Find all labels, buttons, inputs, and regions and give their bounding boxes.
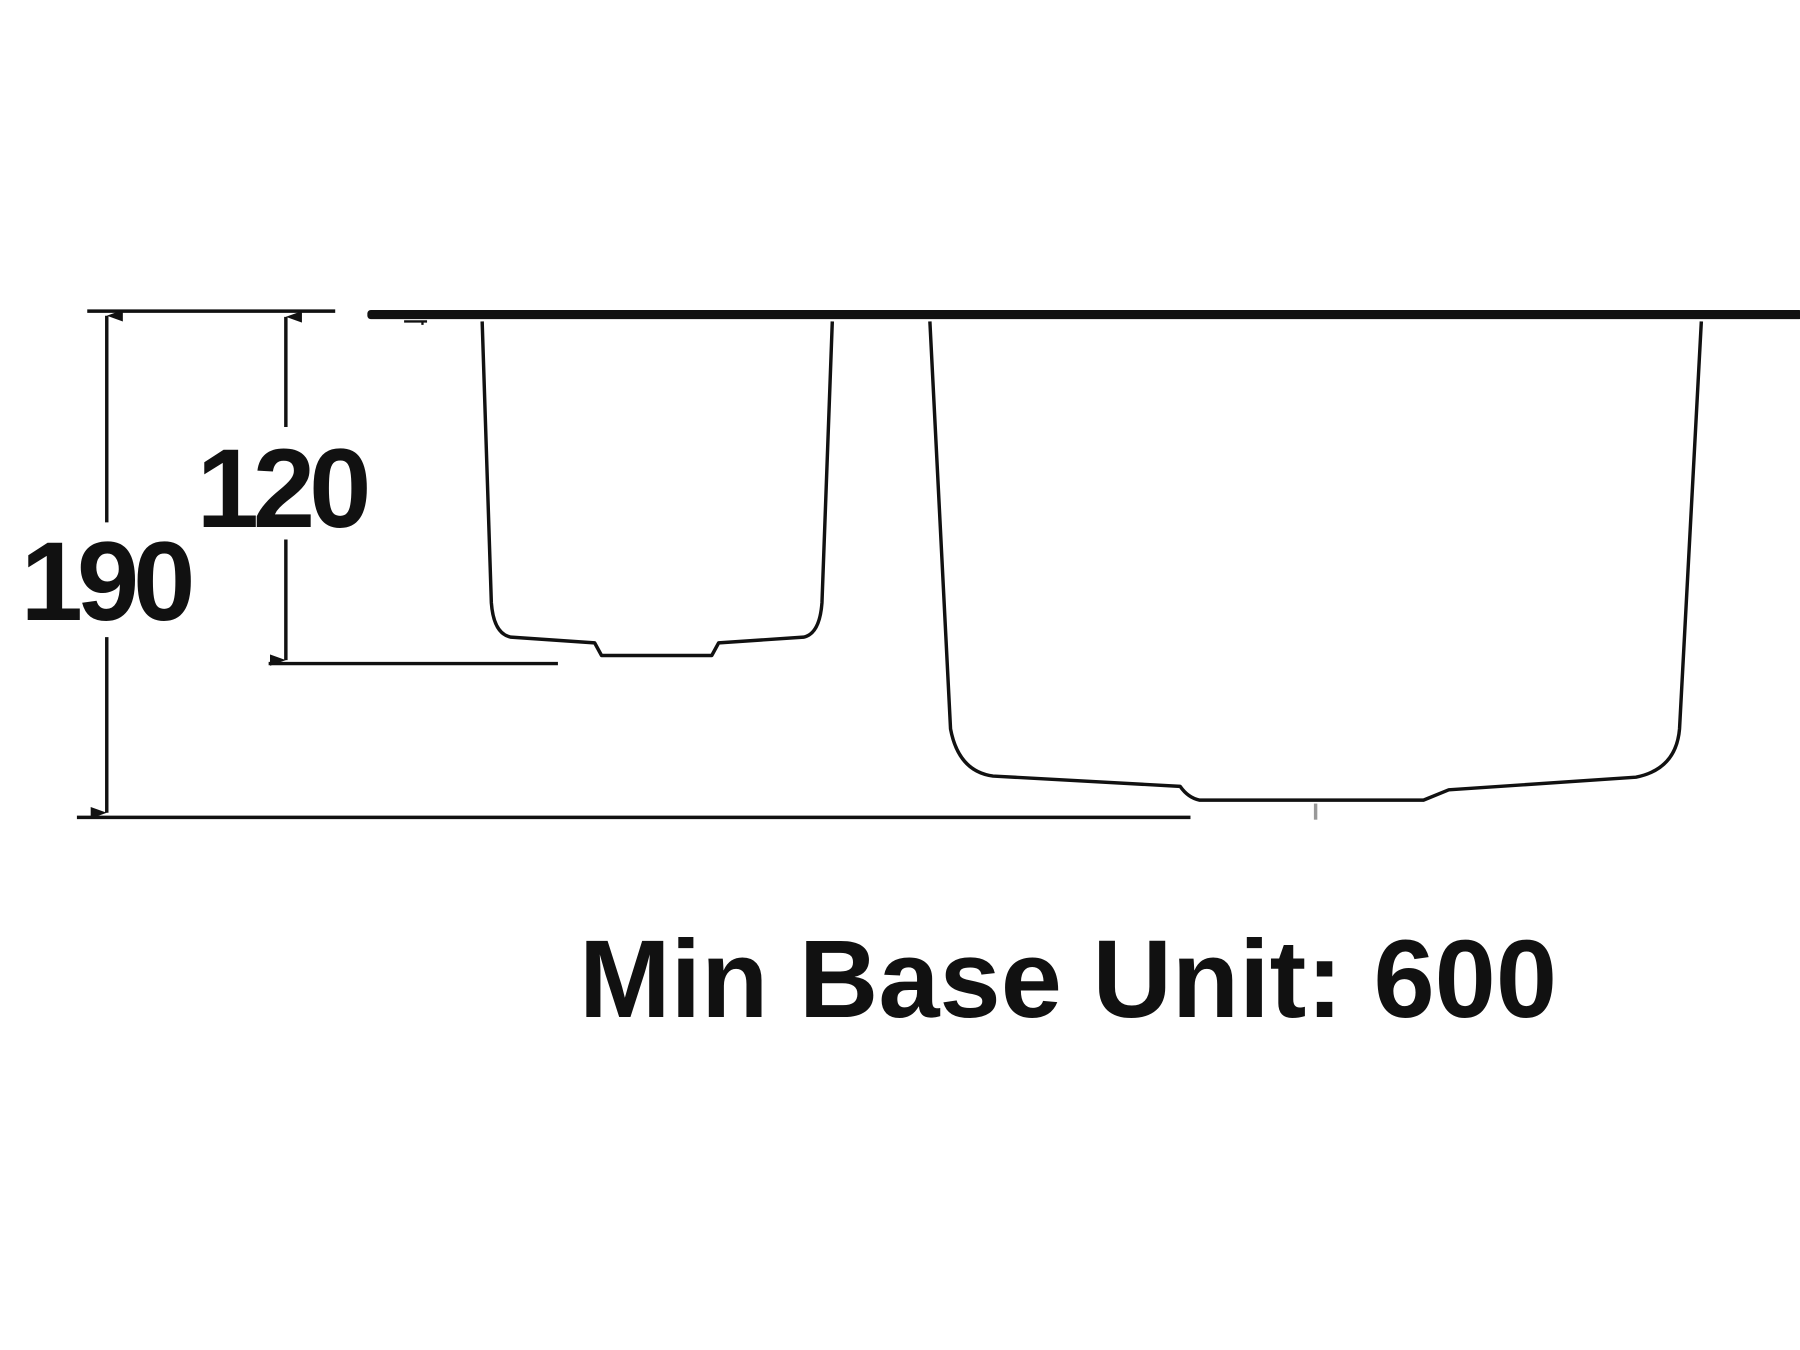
large-bowl-outline [928, 321, 1704, 802]
overall-depth-label: 190 [21, 519, 192, 644]
sink-top-flange [367, 309, 1800, 320]
small-bowl-depth-label: 120 [197, 426, 368, 551]
small-bowl-outline [480, 321, 835, 658]
min-base-unit-caption: Min Base Unit: 600 [579, 918, 1557, 1041]
flange-detail [404, 320, 428, 325]
